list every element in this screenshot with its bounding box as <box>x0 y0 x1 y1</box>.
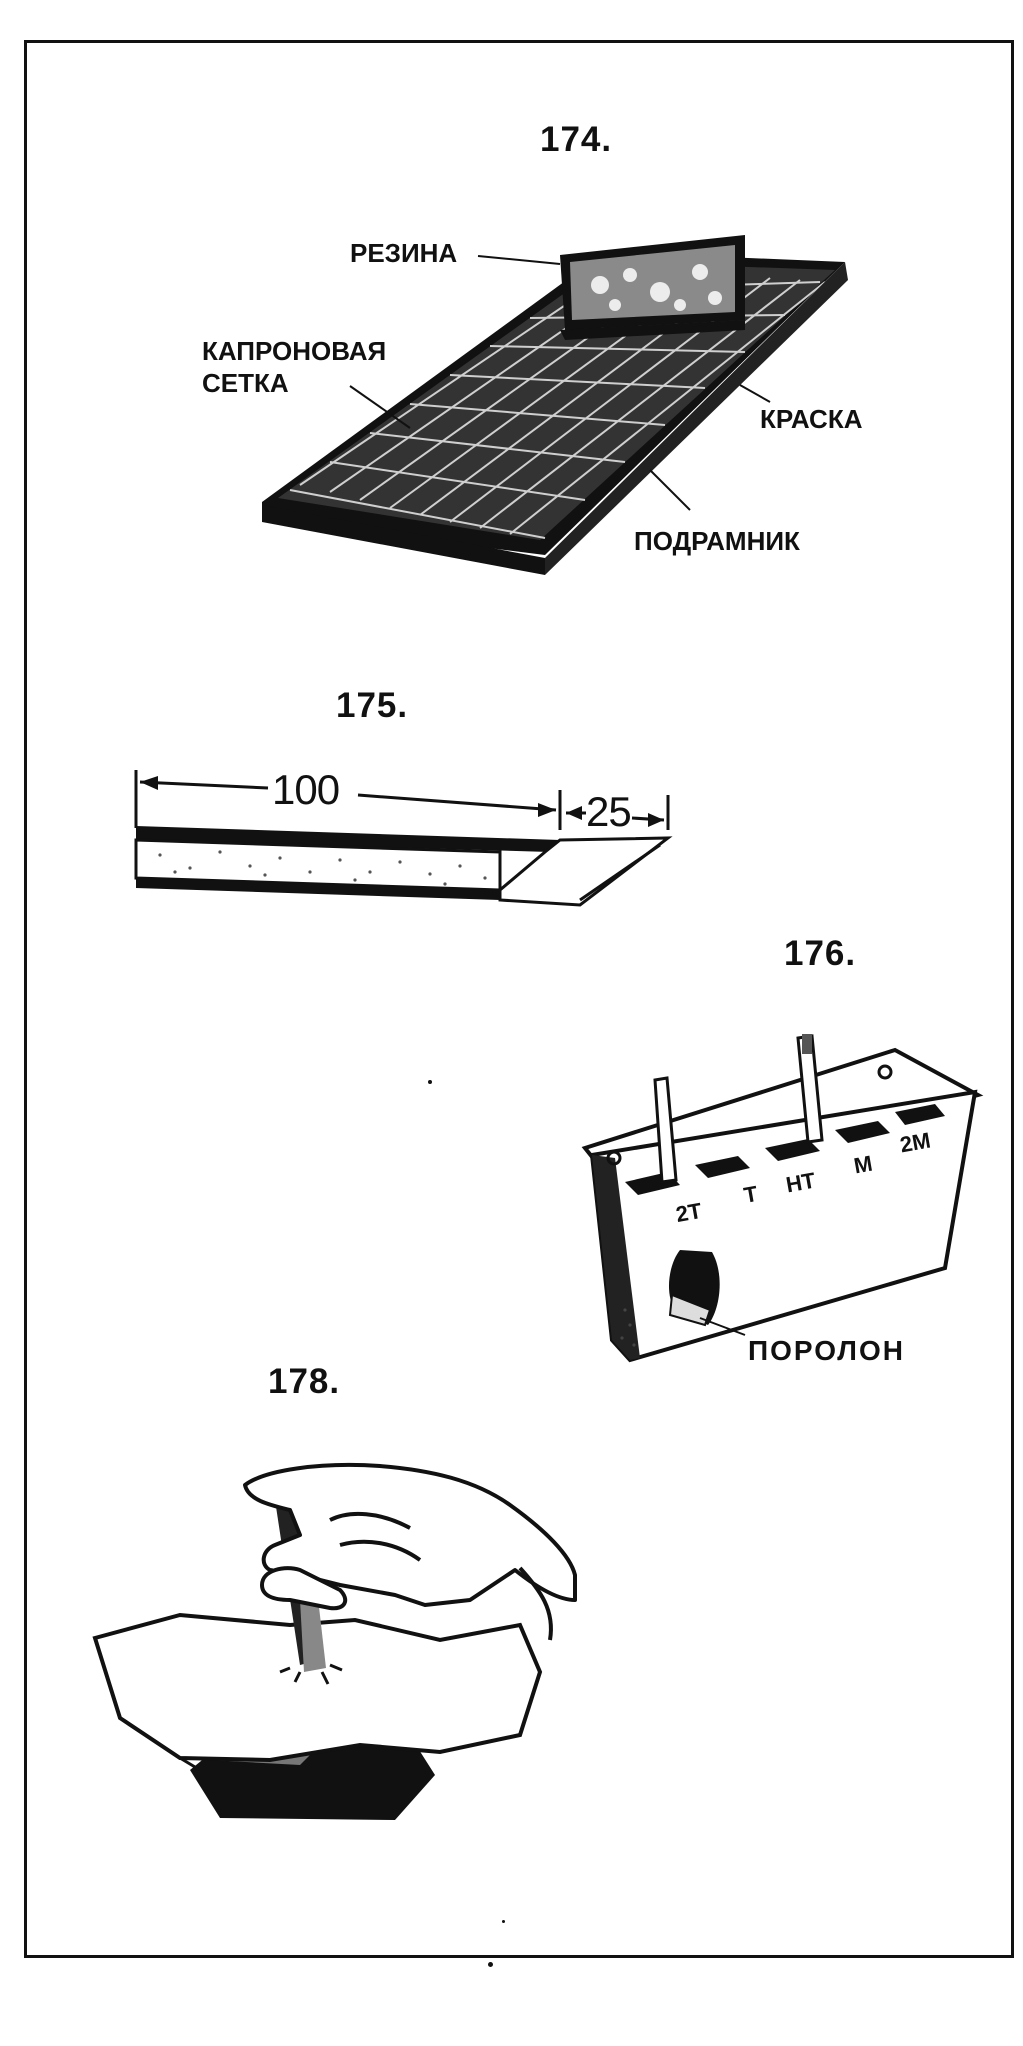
figure-frame <box>24 40 1014 1958</box>
label-frame: ПОДРАМНИК <box>634 526 800 556</box>
figure-175-number: 175. <box>336 686 409 725</box>
dimension-25: 25 <box>586 788 632 835</box>
figure-178-number: 178. <box>268 1362 341 1401</box>
squeegee-cross-section <box>134 826 673 907</box>
figure-174-number: 174. <box>540 120 613 159</box>
scan-speck <box>428 1080 432 1084</box>
label-mesh-line1: КАПРОНОВАЯ <box>202 336 387 366</box>
scan-speck <box>488 1962 493 1967</box>
label-mesh-line2: СЕТКА <box>202 368 289 398</box>
paint-box <box>581 1034 984 1363</box>
label-foam: ПОРОЛОН <box>748 1335 905 1366</box>
hand <box>243 1462 577 1641</box>
label-paint: КРАСКА <box>760 404 863 434</box>
figure-176-number: 176. <box>784 934 857 973</box>
label-rubber: РЕЗИНА <box>350 238 458 268</box>
scan-speck <box>502 1920 505 1923</box>
rubber-squeegee <box>560 235 745 340</box>
dimension-100: 100 <box>272 766 340 813</box>
